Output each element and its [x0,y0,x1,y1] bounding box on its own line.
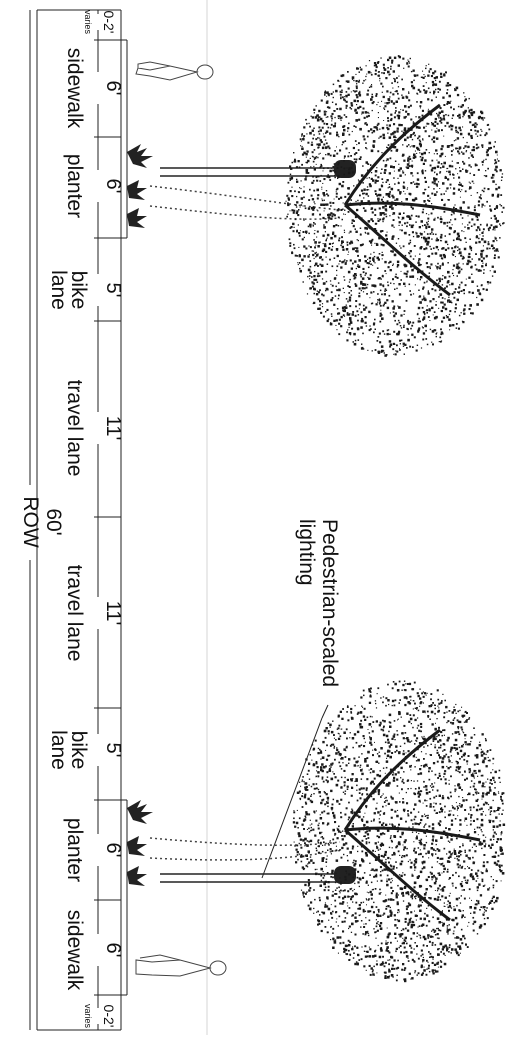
segment-note-1: varies [83,10,93,35]
pedestrian-top [136,62,213,80]
segment-width-10: 0-2' [101,1005,117,1028]
segment-width-3: 6' [102,179,124,194]
light-pole-top [160,160,356,178]
pedestrian-bottom [136,955,226,976]
total-dimension: 60' ROW [19,10,65,1030]
segment-label-7-part-2: lane [47,730,70,770]
segment-width-4: 5' [102,283,124,298]
tree-canopy-top [286,55,505,357]
segment-label-4-part-2: lane [47,270,70,310]
segment-width-6: 11' [102,601,124,626]
segment-note-10: varies [83,1004,93,1029]
segment-label-2: sidewalk [63,48,86,129]
segment-label-9: sidewalk [63,910,86,991]
segment-width-7: 5' [102,743,124,758]
callout-line2: lighting [295,519,318,586]
segment-width-8: 6' [102,843,124,858]
callout-line1: Pedestrian-scaled [318,519,341,687]
segment-label-3: planter [63,154,86,218]
segment-label-8: planter [63,818,86,882]
tree-trunk-top [150,186,340,219]
planter-shrubs-top [127,144,153,228]
segment-width-2: 6' [102,81,124,96]
dimension-lines [94,10,121,1030]
segment-width-9: 6' [102,943,124,958]
width-labels: 0-2' varies 6' 6' 5' 11' 11' 5' 6' 6' 0-2' varies [83,10,124,1029]
segment-label-5: travel lane [63,380,86,477]
segment-width-5: 11' [102,416,124,441]
segment-label-6: travel lane [63,565,86,662]
total-width: 60' [42,508,65,535]
tree-canopy-bottom [293,681,505,983]
total-label: ROW [19,496,42,548]
planter-shrubs-bottom [127,800,153,886]
segment-width-1: 0-2' [101,11,117,34]
